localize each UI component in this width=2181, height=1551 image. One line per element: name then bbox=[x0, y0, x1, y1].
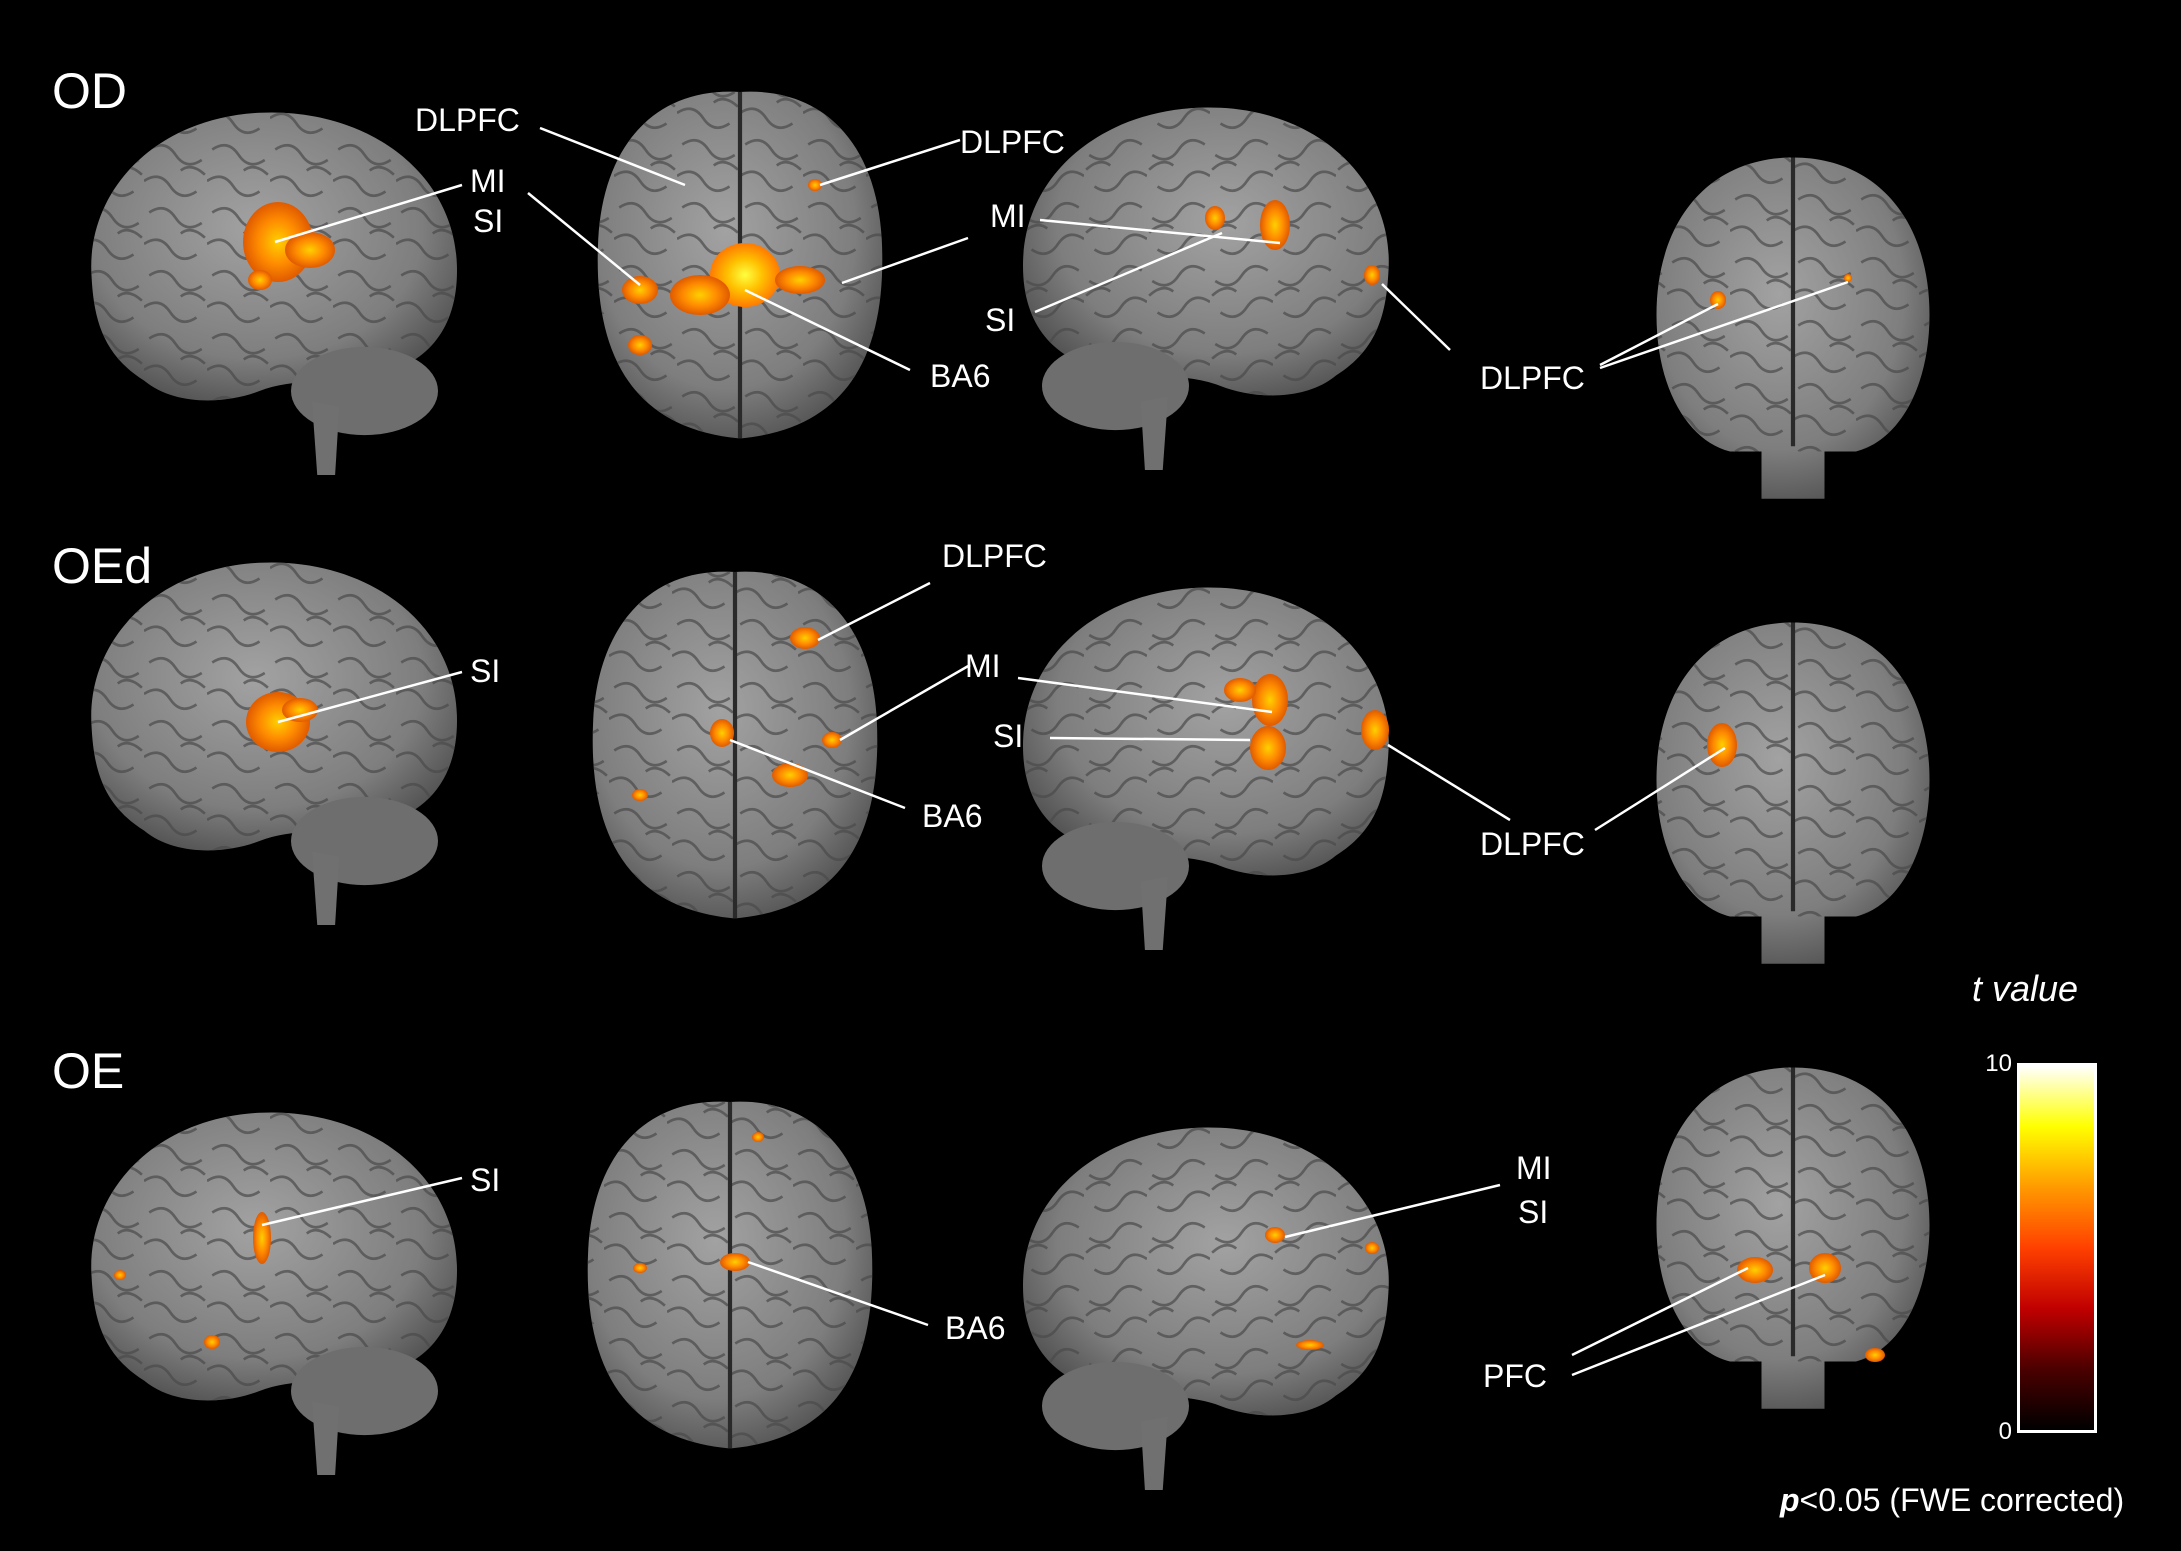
oed-right-lateral-brain bbox=[1023, 587, 1389, 950]
label-si: SI bbox=[993, 718, 1024, 754]
label-dlpfc: DLPFC bbox=[1480, 826, 1585, 862]
od-front-brain bbox=[1657, 158, 1930, 499]
label-dlpfc: DLPFC bbox=[415, 102, 520, 138]
label-mi: MI bbox=[1516, 1150, 1552, 1186]
colorbar-min-label: 0 bbox=[1998, 1418, 2012, 1445]
oe-left-lateral-brain bbox=[91, 1112, 457, 1475]
label-ba6: BA6 bbox=[945, 1310, 1006, 1346]
label-dlpfc: DLPFC bbox=[942, 538, 1047, 574]
footnote-text: <0.05 (FWE corrected) bbox=[1799, 1482, 2125, 1518]
oe-front-brain bbox=[1657, 1068, 1930, 1409]
od-right-lateral-brain bbox=[1023, 107, 1389, 470]
label-ba6: BA6 bbox=[930, 358, 991, 394]
row-label-od: OD bbox=[52, 63, 127, 119]
label-si: SI bbox=[470, 653, 501, 689]
row-label-oe: OE bbox=[52, 1043, 125, 1099]
label-dlpfc: DLPFC bbox=[960, 124, 1065, 160]
label-mi: MI bbox=[990, 198, 1026, 234]
label-mi: MI bbox=[470, 163, 506, 199]
colorbar bbox=[2017, 1063, 2097, 1433]
row-label-oed: OEd bbox=[52, 538, 153, 594]
leader-lines bbox=[261, 126, 1849, 1377]
label-si: SI bbox=[985, 302, 1016, 338]
label-ba6: BA6 bbox=[922, 798, 983, 834]
oed-front-brain bbox=[1657, 623, 1930, 964]
oe-right-lateral-brain bbox=[1023, 1127, 1389, 1490]
oe-top-brain bbox=[588, 1102, 873, 1449]
colorbar-max-label: 10 bbox=[1985, 1050, 2012, 1077]
label-pfc: PFC bbox=[1483, 1358, 1547, 1394]
label-si: SI bbox=[470, 1162, 501, 1198]
label-dlpfc: DLPFC bbox=[1480, 360, 1585, 396]
label-si: SI bbox=[473, 203, 504, 239]
od-left-lateral-brain bbox=[91, 112, 457, 475]
label-mi: MI bbox=[965, 648, 1001, 684]
significance-footnote: p<0.05 (FWE corrected) bbox=[1780, 1482, 2124, 1519]
colorbar-title: t value bbox=[1972, 968, 2079, 1009]
footnote-p-symbol: p bbox=[1780, 1482, 1800, 1518]
label-si: SI bbox=[1518, 1194, 1549, 1230]
